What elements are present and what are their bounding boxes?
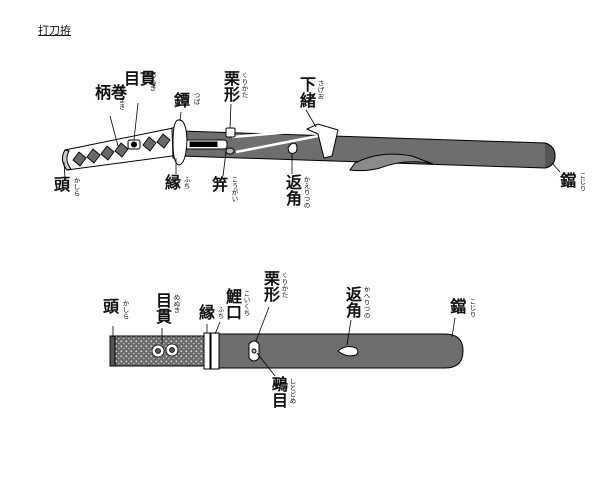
label-top-kashira: 頭 — [54, 175, 71, 194]
top-kojiri-shape — [544, 142, 556, 169]
bottom-menuki-shape — [151, 343, 179, 358]
ruby-bottom-kaerizuno: かへりつの — [362, 286, 370, 319]
ruby-bottom-menuki: めぬき — [172, 294, 180, 314]
bottom-koshirae — [109, 332, 464, 370]
top-kurikata-shape — [225, 127, 236, 138]
label-bottom-kaerizuno: 返角 — [343, 286, 362, 318]
bottom-koiguchi-shape — [210, 332, 220, 370]
ruby-top-fuchi: ふち — [182, 176, 190, 189]
top-tsuba-shape — [172, 119, 188, 166]
ruby-top-tsukamaki: つかまき — [117, 84, 125, 110]
label-top-kurikata: 栗形 — [221, 70, 240, 102]
ruby-top-sageo: さげお — [316, 80, 324, 100]
top-kogai-head — [225, 147, 235, 155]
ruby-bottom-fuchi: ふち — [216, 306, 224, 319]
leader-lines — [63, 102, 561, 377]
ruby-top-kurikata: くりかた — [240, 72, 248, 98]
bottom-fuchi-shape — [203, 332, 211, 370]
label-top-tsukamaki: 柄巻 — [95, 83, 128, 102]
ruby-top-tsuba: つば — [192, 92, 200, 105]
label-bottom-shitodome: 鵐目 — [269, 376, 288, 408]
label-bottom-menuki: 目貫 — [153, 292, 172, 324]
top-kaerizuno-shape — [287, 142, 298, 154]
ruby-bottom-kurikata: くりかた — [280, 272, 288, 298]
label-bottom-kojiri: 鐺 — [450, 297, 467, 316]
label-top-fuchi: 縁 — [165, 173, 182, 192]
label-top-kogai: 笄 — [212, 175, 229, 194]
bottom-kashira-shape — [109, 335, 116, 367]
label-top-menuki: 目貫 — [124, 69, 157, 88]
ruby-top-kaerizuno: かえりつの — [302, 176, 310, 209]
ruby-top-kashira: かしら — [72, 177, 80, 197]
ruby-top-kogai: こうがい — [230, 176, 238, 202]
top-sageo-cord — [231, 128, 319, 154]
label-bottom-fuchi: 縁 — [199, 303, 216, 322]
top-kashira-shape — [61, 149, 72, 171]
label-bottom-kashira: 頭 — [103, 297, 120, 316]
ruby-top-menuki: めぬき — [148, 72, 156, 92]
top-sageo-tail — [349, 153, 434, 172]
ruby-bottom-kashira: かしら — [121, 300, 129, 320]
label-bottom-kurikata: 栗形 — [261, 270, 280, 302]
label-top-sageo: 下緒 — [297, 76, 316, 108]
label-bottom-koiguchi: 鯉口 — [223, 288, 242, 320]
ruby-bottom-koiguchi: こいくち — [242, 290, 250, 316]
ruby-bottom-kojiri: こじり — [468, 298, 476, 318]
top-sageo-knot — [305, 123, 339, 159]
ruby-top-kojiri: こじり — [578, 172, 586, 192]
label-top-kojiri: 鐺 — [560, 171, 577, 190]
bottom-shitodome-shape — [251, 348, 257, 354]
ruby-bottom-shitodome: しとどめ — [288, 378, 296, 404]
top-koshirae — [61, 119, 556, 172]
label-top-tsuba: 鐔 — [174, 91, 191, 110]
bottom-kaerizuno-shape — [337, 346, 359, 357]
label-top-kaerizuno: 返角 — [283, 174, 302, 206]
top-tsuka-ito — [72, 133, 171, 167]
page-title: 打刀拵 — [38, 24, 71, 37]
